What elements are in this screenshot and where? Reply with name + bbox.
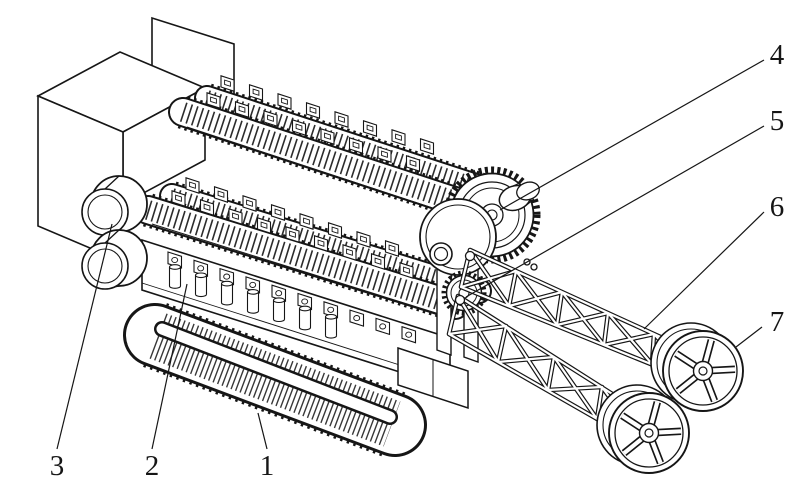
shaft-boss bbox=[498, 181, 540, 212]
leader-6 bbox=[643, 211, 765, 330]
leader-5 bbox=[465, 125, 765, 298]
part-label-1: 1 bbox=[260, 450, 275, 482]
end-flange bbox=[419, 198, 497, 276]
leader-2 bbox=[151, 283, 188, 450]
part-label-4: 4 bbox=[770, 39, 785, 71]
guide-drums bbox=[81, 175, 148, 290]
crawler-track bbox=[123, 303, 427, 457]
pivot-bolts bbox=[454, 250, 538, 306]
part-leaders bbox=[56, 59, 765, 450]
leader-1 bbox=[257, 412, 268, 450]
lower-conveyor-deck bbox=[133, 177, 492, 322]
leader-7 bbox=[735, 326, 763, 348]
seal-ring bbox=[429, 242, 453, 266]
part-label-3: 3 bbox=[50, 450, 65, 482]
part-label-2: 2 bbox=[145, 450, 160, 482]
part-label-5: 5 bbox=[770, 105, 785, 137]
part-label-6: 6 bbox=[770, 191, 785, 223]
part-labels: 1 2 3 4 5 6 7 bbox=[50, 39, 785, 482]
part-label-7: 7 bbox=[770, 306, 785, 338]
leader-4 bbox=[499, 59, 765, 211]
upper-conveyor-deck bbox=[168, 75, 507, 223]
leader-3 bbox=[56, 223, 113, 450]
ground-wheels bbox=[597, 323, 743, 473]
